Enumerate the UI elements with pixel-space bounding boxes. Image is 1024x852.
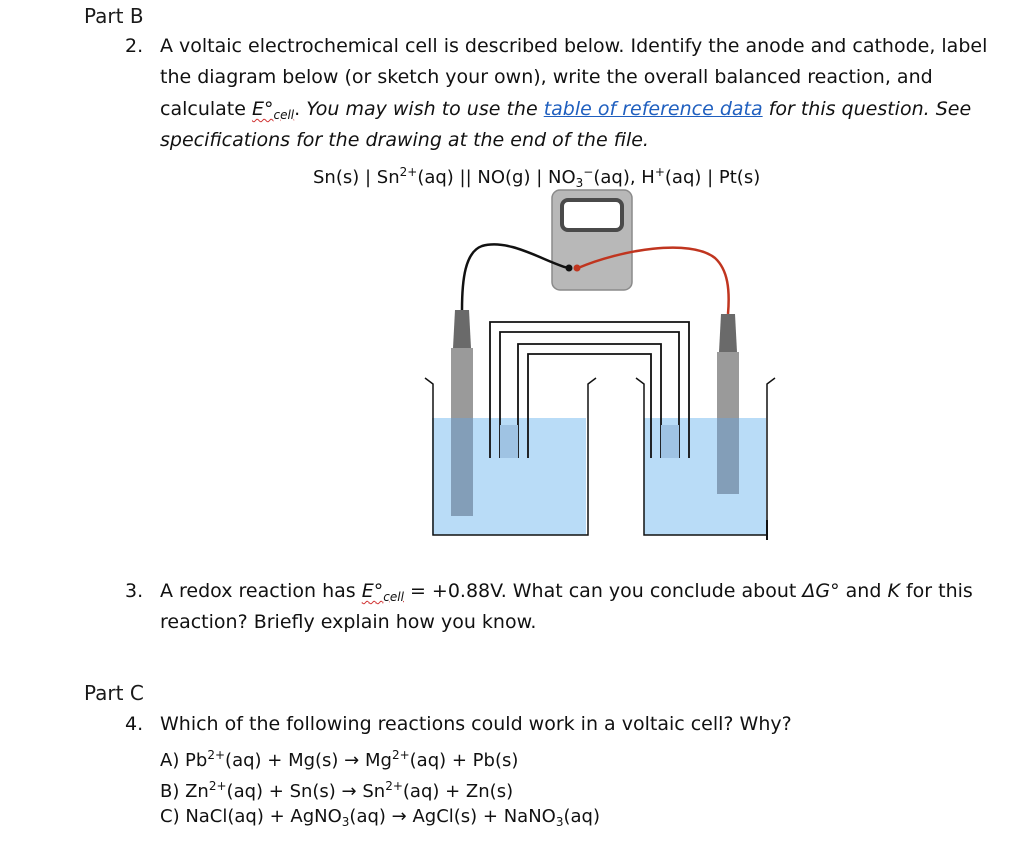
question-2-line-1: A voltaic electrochemical cell is descri… (160, 35, 988, 57)
salt-bridge-left-liquid (500, 425, 518, 458)
voltmeter (551, 189, 633, 291)
question-3-line-1: A redox reaction has E°cell = +0.88V. Wh… (160, 580, 973, 604)
part-c-heading: Part C (84, 681, 144, 705)
reference-data-link[interactable]: table of reference data (543, 98, 763, 120)
use-table-text: You may wish to use the (306, 98, 544, 120)
part-b-heading: Part B (84, 4, 144, 28)
salt-bridge-right-liquid (661, 425, 679, 458)
voltmeter-black-terminal (565, 264, 573, 272)
voltmeter-red-terminal (573, 264, 581, 272)
e-cell-symbol-q3: E°cell (361, 580, 404, 604)
for-this-question-text: for this question. See (762, 98, 972, 120)
right-beaker (635, 377, 776, 536)
question-2-line-4: specifications for the drawing at the en… (160, 129, 649, 151)
black-wire (460, 243, 569, 311)
question-4-number: 4. (125, 713, 144, 735)
calculate-text: calculate (160, 98, 252, 120)
question-3-number: 3. (125, 580, 144, 602)
salt-bridge (489, 321, 690, 458)
period: . (294, 98, 307, 120)
e-cell-symbol: E°cell (251, 98, 295, 122)
reaction-c: C) NaCl(aq) + AgNO3(aq) → AgCl(s) + NaNO… (160, 806, 600, 829)
question-4-line-1: Which of the following reactions could w… (160, 713, 792, 735)
voltmeter-display (560, 198, 624, 232)
question-3-line-2: reaction? Briefly explain how you know. (160, 611, 537, 633)
left-beaker (424, 377, 597, 536)
red-wire (577, 246, 730, 315)
platinum-electrode (717, 314, 739, 494)
reaction-a: A) Pb2+(aq) + Mg(s) → Mg2+(aq) + Pb(s) (160, 748, 519, 771)
reaction-b: B) Zn2+(aq) + Sn(s) → Sn2+(aq) + Zn(s) (160, 779, 514, 802)
tin-electrode (451, 310, 473, 516)
question-2-number: 2. (125, 35, 144, 57)
question-2-line-2: the diagram below (or sketch your own), … (160, 66, 933, 88)
question-2-line-3: calculate E°cell. You may wish to use th… (160, 97, 971, 127)
cell-notation: Sn(s) | Sn2+(aq) || NO(g) | NO3−(aq), H+… (313, 165, 761, 190)
